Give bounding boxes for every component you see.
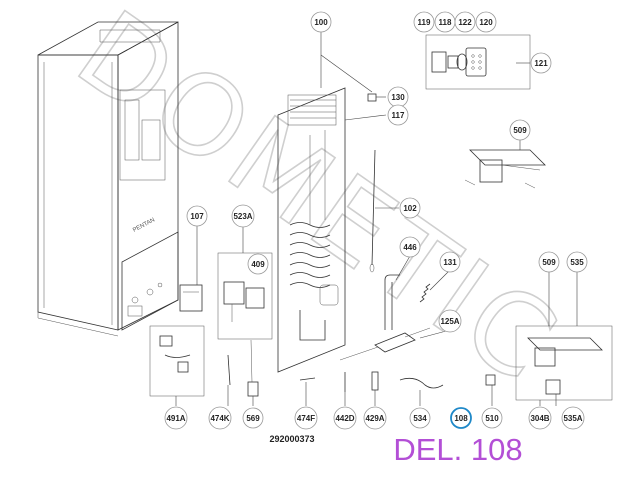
callout-label-523A: 523A <box>233 212 252 221</box>
callout-label-122: 122 <box>458 18 472 27</box>
callout-446[interactable]: 446 <box>399 236 421 258</box>
part-131-spring <box>419 283 431 303</box>
callout-100[interactable]: 100 <box>310 11 332 33</box>
brand-text: PENTAN <box>132 217 156 234</box>
callout-491A[interactable]: 491A <box>164 406 188 430</box>
cooling-unit <box>277 87 346 373</box>
assembly-523A <box>217 252 273 340</box>
callout-label-442D: 442D <box>335 414 354 423</box>
callout-label-102: 102 <box>403 204 417 213</box>
callout-label-429A: 429A <box>365 414 384 423</box>
callout-label-491A: 491A <box>166 414 185 423</box>
leader-lines <box>175 30 578 406</box>
callout-125A[interactable]: 125A <box>438 309 462 333</box>
callout-label-131: 131 <box>443 258 457 267</box>
callout-label-474F: 474F <box>297 414 315 423</box>
callout-510[interactable]: 510 <box>481 407 503 429</box>
lower-small-parts <box>227 339 379 397</box>
callout-label-474K: 474K <box>210 414 229 423</box>
callout-474K[interactable]: 474K <box>208 406 232 430</box>
document-number: 292000373 <box>269 434 314 444</box>
watermark-text: DOMETIC <box>55 0 582 409</box>
callout-label-118: 118 <box>439 18 452 27</box>
callout-label-108: 108 <box>454 414 468 423</box>
callout-442D[interactable]: 442D <box>333 406 357 430</box>
callout-535[interactable]: 535 <box>566 251 588 273</box>
callout-label-509-right: 509 <box>542 258 556 267</box>
callout-107[interactable]: 107 <box>186 205 208 227</box>
callout-label-569: 569 <box>246 414 260 423</box>
callout-label-304B: 304B <box>530 414 549 423</box>
deleted-part-label: DEL. 108 <box>393 432 522 467</box>
callout-108-highlighted[interactable]: 108 <box>450 407 472 429</box>
callout-409[interactable]: 409 <box>247 253 269 275</box>
callout-523A[interactable]: 523A <box>231 204 255 228</box>
callout-117[interactable]: 117 <box>387 104 409 126</box>
thermostat-probe <box>369 149 376 273</box>
callout-119[interactable]: 119 <box>413 11 435 33</box>
assembly-509-top <box>464 149 546 189</box>
callout-label-117: 117 <box>392 111 405 120</box>
callout-label-509-top: 509 <box>513 126 527 135</box>
callout-509-right[interactable]: 509 <box>538 251 560 273</box>
callout-535A[interactable]: 535A <box>561 406 585 430</box>
callout-label-125A: 125A <box>440 317 459 326</box>
part-446-tube <box>384 274 400 330</box>
part-125A-burner <box>339 327 431 361</box>
callout-429A[interactable]: 429A <box>363 406 387 430</box>
callout-118[interactable]: 118 <box>434 11 456 33</box>
callout-534[interactable]: 534 <box>409 407 431 429</box>
callout-label-120: 120 <box>479 18 493 27</box>
assembly-509-535 <box>515 325 613 401</box>
callout-label-100: 100 <box>314 18 328 27</box>
callout-120[interactable]: 120 <box>475 11 497 33</box>
callout-label-119: 119 <box>418 18 431 27</box>
callout-label-107: 107 <box>190 212 204 221</box>
part-510-shape <box>485 374 496 386</box>
refrigerator-cabinet: PENTAN <box>37 21 179 337</box>
callout-label-446: 446 <box>403 243 417 252</box>
callout-label-121: 121 <box>534 59 548 68</box>
callout-label-535: 535 <box>570 258 584 267</box>
callout-label-409: 409 <box>251 260 265 269</box>
callout-121[interactable]: 121 <box>530 52 552 74</box>
callout-label-534: 534 <box>413 414 427 423</box>
callout-509-top[interactable]: 509 <box>509 119 531 141</box>
callout-569[interactable]: 569 <box>242 407 264 429</box>
callout-122[interactable]: 122 <box>454 11 476 33</box>
assembly-119-122 <box>425 34 531 90</box>
callout-label-535A: 535A <box>563 414 582 423</box>
part-534-cable <box>399 377 444 389</box>
callout-474F[interactable]: 474F <box>294 406 318 430</box>
callout-130[interactable]: 130 <box>387 86 409 108</box>
callout-131[interactable]: 131 <box>439 251 461 273</box>
callout-label-510: 510 <box>485 414 499 423</box>
part-130-shape <box>367 93 377 102</box>
callout-304B[interactable]: 304B <box>528 406 552 430</box>
part-107-shape <box>179 284 203 312</box>
callout-label-130: 130 <box>391 93 405 102</box>
assembly-491A <box>149 325 205 397</box>
callout-102[interactable]: 102 <box>399 197 421 219</box>
